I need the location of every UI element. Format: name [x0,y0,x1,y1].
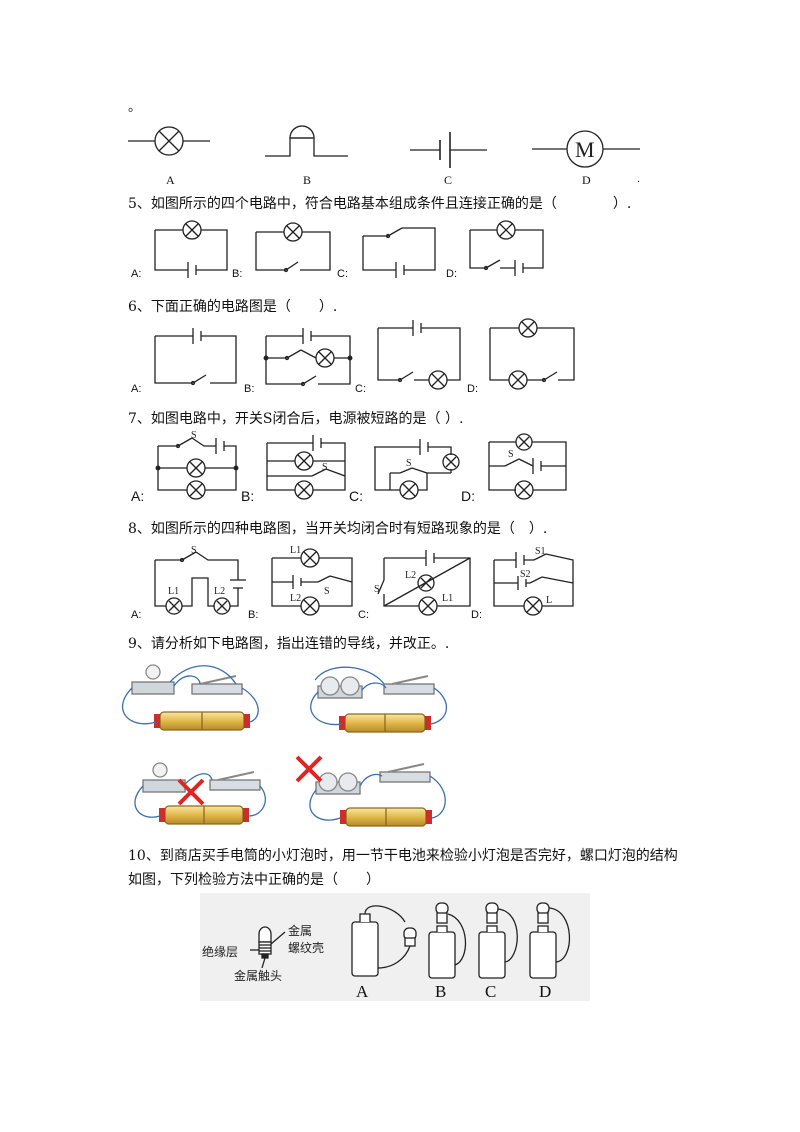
q10-thread-label: 螺纹壳 [288,941,324,955]
q4-label-d: D [582,173,591,187]
q7-text: 7、如图电路中，开关S闭合后，电源被短路的是（ ）. [128,411,464,427]
q8-label-a: A: [131,609,142,621]
q6-label-b: B: [244,383,255,395]
q8-b-l2: L2 [290,593,301,604]
q10-option-d-label: D [539,982,552,1001]
q7-label-b: B: [241,488,255,504]
q5-label-b: B: [232,268,243,280]
q6-label-c: C: [355,383,366,395]
q8-text: 8、如图所示的四种电路图，当开关均闭合时有短路现象的是（ ）. [128,521,548,537]
q10-contact-label: 金属触头 [234,968,282,983]
q8-d-s1: S1 [535,546,546,557]
q5-circuit-b [255,222,331,273]
q8-c-l2: L2 [405,570,416,581]
q7-circuit-c: S [374,439,460,500]
q8-label-c: C: [358,609,369,621]
q7-c-switch-label: S [406,458,412,469]
q10-option-b [428,902,467,979]
q10-option-d [529,902,571,979]
q10-line2: 如图，下列检验方法中正确的是（ ） [128,872,380,888]
q10-option-c [478,902,518,979]
q6-circuits [154,318,575,390]
q8-d-s2: S2 [520,569,531,580]
q8-c-l1: L1 [442,593,453,604]
q8-b-l1: L1 [290,545,301,556]
q10-option-b-label: B [435,982,447,1001]
bell-symbol-icon [265,125,348,157]
q8-c-s: S [374,584,380,595]
q6-circuit-b [263,328,353,387]
q7-circuits: S S S S [155,430,567,500]
q6-label-d: D: [467,383,478,395]
q10-line1: 10、到商店买手电筒的小灯泡时，用一节干电池来检验小灯泡是否完好，螺口灯泡的结构 [128,848,678,864]
q6-label-a: A: [131,383,142,395]
q8-label-d: D: [471,609,482,621]
q9-panel-1 [121,664,259,731]
q10-option-a [351,905,417,977]
q7-d-switch-label: S [508,449,514,460]
q10-metal-label: 金属 [288,923,312,938]
q7-circuit-a: S [155,430,239,500]
q8-circuit-c: S L2 L1 [374,550,471,616]
q7-label-c: C: [349,488,363,504]
top-mark: 。 [128,100,142,115]
q8-circuit-d: S1 S2 L [493,546,574,616]
q5-label-a: A: [131,268,142,280]
q9-panel-3 [134,762,266,825]
q5-circuit-c [362,227,436,278]
q4-symbols: M [128,125,640,168]
q8-d-l: L [546,595,552,606]
q6-circuit-d [489,318,575,390]
q10-insulation-label: 绝缘层 [202,944,238,959]
q4-label-c: C [444,173,453,187]
q5-label-c: C: [337,268,348,280]
q8-a-l1: L1 [168,586,179,597]
q6-circuit-c [377,320,461,390]
q9-photos [121,664,448,827]
q6-text: 6、下面正确的电路图是（ ）. [128,299,338,315]
q8-label-b: B: [248,609,259,621]
svg-text:M: M [575,137,595,162]
q7-b-switch-label: S [322,462,328,473]
q7-label-a: A: [131,488,145,504]
q10-drawings: 金属 螺纹壳 绝缘层 金属触头 [202,902,571,983]
motor-symbol-icon: M [532,130,640,168]
q9-panel-4 [295,755,446,827]
q8-circuits: S L1 L2 L1 L2 S S L2 L1 S1 S2 L [154,545,574,616]
q8-a-l2: L2 [214,586,225,597]
q7-label-d: D: [461,488,475,504]
q4-label-b: B [303,173,312,187]
q10-bulb-structure-icon [250,926,286,969]
battery-symbol-icon [410,132,487,168]
q5-label-d: D: [446,268,457,280]
q5-circuits [154,220,544,278]
q4-label-a: A [166,173,175,187]
q10-option-a-label: A [356,982,369,1001]
q5-circuit-a [154,220,228,278]
q9-text: 9、请分析如下电路图，指出连错的导线，并改正。. [128,636,450,652]
q8-circuit-b: L1 L2 S [271,545,353,616]
q8-a-s: S [191,545,197,556]
q5-circuit-d [469,220,544,276]
q8-b-s: S [324,586,330,597]
q7-circuit-b: S [266,435,346,500]
q5-text: 5、如图所示的四个电路中，符合电路基本组成条件且连接正确的是（ ）. [128,196,632,212]
q4-trailing-dot: . [637,173,641,185]
q7-a-switch-label: S [191,430,197,441]
q8-circuit-a: S L1 L2 [154,545,246,615]
lamp-symbol-icon [128,126,210,156]
q9-panel-2 [310,666,448,733]
q6-circuit-a [154,328,237,386]
q10-option-c-label: C [485,982,497,1001]
q7-circuit-d: S [488,433,567,500]
